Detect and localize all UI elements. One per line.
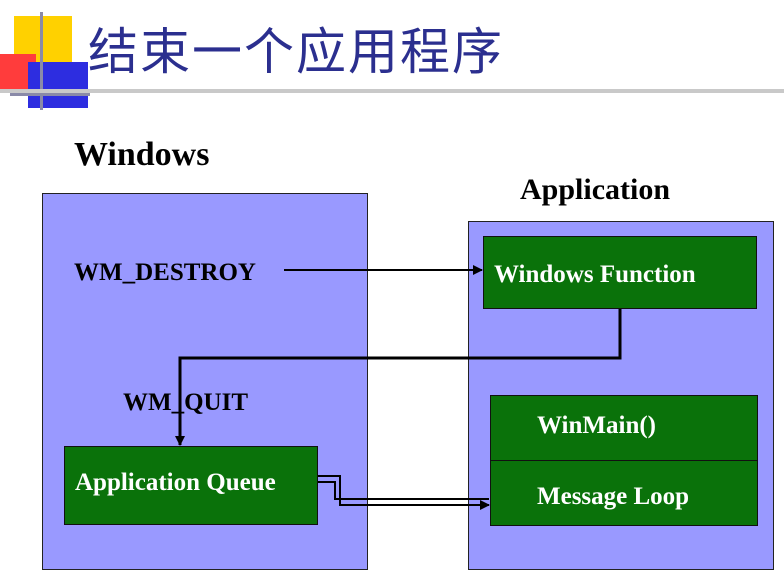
application-heading: Application <box>520 173 671 206</box>
queue-to-loop-arrow-inner <box>318 481 489 500</box>
application-queue-label: Application Queue <box>75 469 276 496</box>
logo-blue-square <box>28 62 88 108</box>
application-queue-box: Application Queue <box>64 446 318 525</box>
message-loop-label: Message Loop <box>537 483 690 510</box>
windows-function-box: Windows Function <box>483 236 757 309</box>
wm-quit-label: WM_QUIT <box>123 389 248 416</box>
function-to-queue-arrow <box>175 309 622 446</box>
message-loop-box: Message Loop <box>490 460 758 526</box>
windows-heading: Windows <box>74 136 210 173</box>
slide-title: 结束一个应用程序 <box>88 23 504 81</box>
queue-to-loop-arrow-outer <box>318 475 490 510</box>
logo-vertical-line <box>40 12 43 110</box>
wm-destroy-label: WM_DESTROY <box>74 259 256 286</box>
title-divider <box>0 89 784 93</box>
winmain-label: WinMain() <box>537 412 656 439</box>
logo-horizontal-line <box>10 93 90 96</box>
windows-function-label: Windows Function <box>494 261 696 288</box>
